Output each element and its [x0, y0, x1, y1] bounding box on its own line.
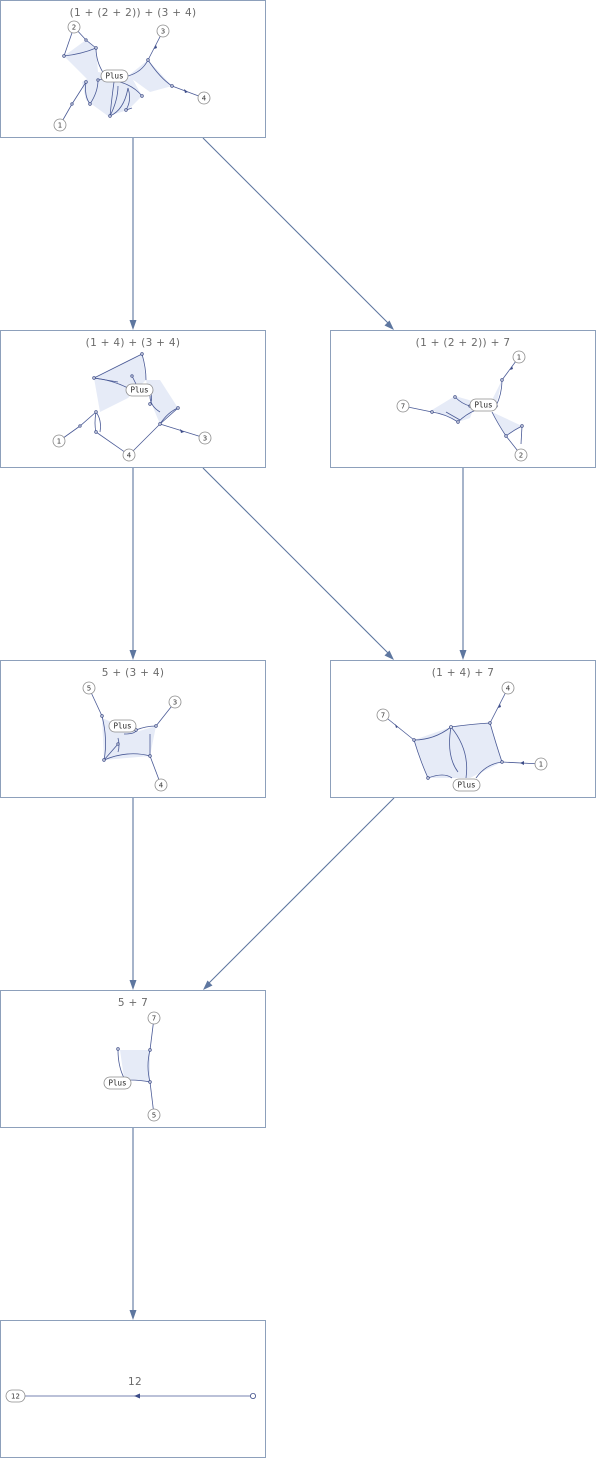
vertex-label-4: 4: [154, 778, 168, 792]
hypergraph: [59, 26, 205, 126]
state-node-n7[interactable]: 12 12: [0, 1320, 266, 1458]
vertex-label-3: 3: [198, 431, 212, 445]
plus-label: Plus: [108, 719, 137, 733]
svg-text:Plus: Plus: [474, 401, 492, 410]
vertex-label-4: 4: [197, 91, 211, 105]
transition-arrows: [129, 137, 467, 1320]
svg-text:7: 7: [152, 1015, 156, 1023]
state-expression: 5 + 7: [118, 997, 148, 1009]
hypergraph: [22, 1393, 256, 1400]
vertex-label-5: 5: [147, 1108, 161, 1122]
svg-text:4: 4: [202, 95, 207, 103]
svg-text:1: 1: [517, 354, 521, 362]
vertex-label-7: 7: [376, 708, 390, 722]
transition-arrow-n1-n3: [202, 137, 394, 330]
svg-text:1: 1: [57, 438, 61, 446]
vertex-label-3: 3: [168, 695, 182, 709]
plus-label: Plus: [452, 778, 481, 792]
state-expression: (1 + (2 + 2)) + (3 + 4): [70, 7, 197, 19]
transition-arrow-n5-n6: [203, 797, 395, 990]
vertex-label-1: 1: [534, 757, 548, 771]
svg-text:3: 3: [173, 699, 177, 707]
vertex-label-7: 7: [147, 1011, 161, 1025]
transition-arrow-n2-n5: [202, 467, 394, 660]
vertex-label-4: 4: [501, 681, 515, 695]
state-node-n5[interactable]: (1 + 4) + 7 4: [330, 660, 596, 798]
vertex-label-1: 1: [512, 350, 526, 364]
transition-arrow-n2-n4: [129, 468, 137, 660]
transition-arrow-n4-n6: [129, 798, 137, 990]
svg-text:5: 5: [87, 685, 91, 693]
vertex-label-4: 4: [122, 448, 136, 462]
svg-text:Plus: Plus: [457, 781, 475, 790]
svg-text:2: 2: [72, 24, 76, 32]
vertex-label-5: 5: [82, 681, 96, 695]
state-node-n3[interactable]: (1 + (2 + 2)) + 7: [330, 330, 596, 468]
plus-label: Plus: [100, 69, 129, 83]
hypergraph: [116, 1017, 155, 1116]
svg-text:1: 1: [539, 761, 543, 769]
vertex-label-12: 12: [5, 1389, 26, 1403]
vertex-label-1: 1: [52, 434, 66, 448]
plus-label: Plus: [125, 383, 154, 397]
vertex-label-7: 7: [396, 399, 410, 413]
svg-text:5: 5: [152, 1112, 156, 1120]
vertex-label-2: 2: [514, 448, 528, 462]
transition-arrow-n1-n2: [129, 138, 137, 330]
vertex-label-1: 1: [53, 118, 67, 132]
state-expression: (1 + 4) + (3 + 4): [86, 337, 181, 349]
svg-text:4: 4: [506, 685, 511, 693]
svg-text:Plus: Plus: [105, 72, 123, 81]
state-expression: 5 + (3 + 4): [102, 667, 164, 679]
svg-text:7: 7: [401, 403, 405, 411]
vertex-label-3: 3: [156, 24, 170, 38]
svg-text:3: 3: [203, 435, 207, 443]
svg-text:7: 7: [381, 712, 385, 720]
svg-text:Plus: Plus: [113, 722, 131, 731]
svg-text:Plus: Plus: [108, 1079, 126, 1088]
svg-text:1: 1: [58, 122, 62, 130]
state-expression: 12: [128, 1376, 142, 1388]
state-frame: [0, 1320, 266, 1458]
state-node-n1[interactable]: (1 + (2 + 2)) + (3 + 4): [0, 0, 266, 138]
svg-text:4: 4: [127, 452, 132, 460]
state-expression: (1 + (2 + 2)) + 7: [416, 337, 511, 349]
state-node-n2[interactable]: (1 + 4) + (3 + 4): [0, 330, 266, 468]
state-node-n4[interactable]: 5 + (3 + 4) 5 3: [0, 660, 266, 798]
transition-arrow-n6-n7: [129, 1128, 137, 1320]
hypergraph: [58, 352, 206, 456]
plus-label: Plus: [469, 398, 498, 412]
state-frame: [0, 330, 266, 468]
state-expression: (1 + 4) + 7: [432, 667, 494, 679]
state-node-n6[interactable]: 5 + 7 7 Plus 5: [0, 990, 266, 1128]
svg-text:3: 3: [161, 28, 165, 36]
hypergraph: [382, 687, 542, 780]
svg-text:4: 4: [159, 782, 164, 790]
vertex-label-2: 2: [67, 20, 81, 34]
transition-arrow-n3-n5: [459, 468, 467, 660]
plus-label: Plus: [103, 1076, 132, 1090]
svg-text:Plus: Plus: [130, 386, 148, 395]
svg-text:12: 12: [11, 1393, 20, 1401]
svg-text:2: 2: [519, 452, 523, 460]
state-frame: [0, 0, 266, 138]
